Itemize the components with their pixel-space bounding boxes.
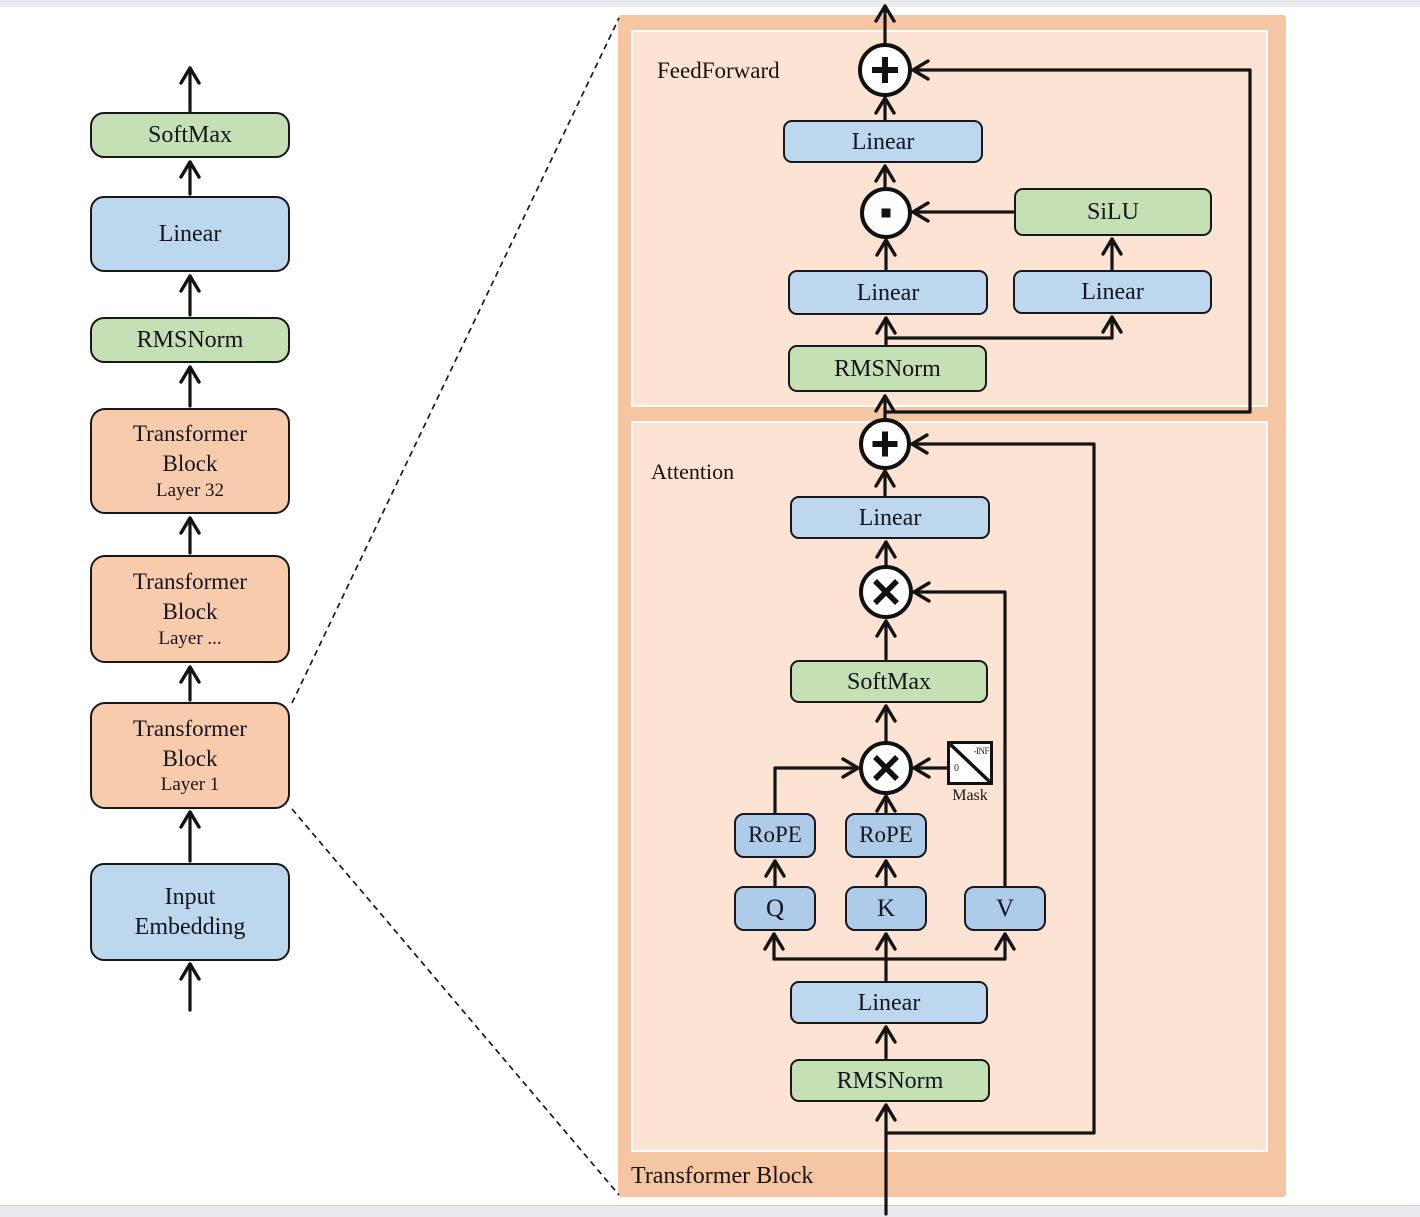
- attention-section-panel: [631, 421, 1268, 1152]
- matmul-icon: [859, 741, 913, 795]
- rope-q-box: RoPE: [734, 813, 816, 858]
- bottom-edge-strip: [0, 1205, 1420, 1217]
- tb32-line2: Block: [162, 451, 218, 477]
- attn-input-linear-label: Linear: [857, 989, 921, 1016]
- ff-rmsnorm-box: RMSNorm: [788, 345, 987, 392]
- add-icon: [859, 418, 911, 470]
- ff-rmsnorm-label: RMSNorm: [834, 355, 941, 382]
- tb1-layer: Layer 1: [160, 774, 220, 796]
- tbdots-line2: Block: [162, 599, 218, 625]
- left-softmax-box: SoftMax: [90, 112, 290, 158]
- left-linear-box: Linear: [90, 196, 290, 272]
- feedforward-section-label: FeedForward: [657, 58, 780, 83]
- tb1-line2: Block: [162, 745, 218, 771]
- matmul-icon: [859, 565, 913, 619]
- attn-rmsnorm-box: RMSNorm: [790, 1059, 990, 1102]
- query-label: Q: [765, 894, 785, 922]
- tb1-line1: Transformer: [132, 715, 248, 741]
- ff-up-linear-label: Linear: [856, 279, 920, 306]
- key-box: K: [845, 886, 927, 931]
- causal-mask-icon: -INF 0: [947, 741, 993, 785]
- tb32-line1: Transformer: [132, 421, 248, 447]
- ff-output-linear-label: Linear: [851, 128, 915, 155]
- transformer-block-layerdots-box: Transformer Block Layer ...: [90, 555, 290, 663]
- zoom-connector-lines: [291, 17, 620, 1196]
- input-embedding-line2: Embedding: [134, 914, 246, 940]
- attn-output-linear-label: Linear: [858, 504, 922, 531]
- tbdots-layer: Layer ...: [158, 627, 222, 649]
- ff-output-linear-box: Linear: [783, 120, 983, 163]
- attn-rmsnorm-label: RMSNorm: [836, 1067, 944, 1094]
- transformer-block-layer32-box: Transformer Block Layer 32: [90, 408, 290, 514]
- tb32-layer: Layer 32: [155, 479, 225, 501]
- flow-arrows: [179, 4, 1252, 1216]
- input-embedding-box: Input Embedding: [90, 863, 290, 961]
- attn-input-linear-box: Linear: [790, 981, 988, 1024]
- top-edge-strip: [0, 0, 1420, 7]
- dot-product-icon: [860, 187, 912, 239]
- transformer-block-panel-label: Transformer Block: [631, 1163, 814, 1189]
- key-label: K: [876, 894, 896, 922]
- left-rmsnorm-box: RMSNorm: [90, 317, 290, 363]
- mask-zero-label: 0: [954, 763, 959, 774]
- value-label: V: [995, 894, 1015, 922]
- attn-softmax-box: SoftMax: [790, 660, 988, 703]
- input-embedding-line1: Input: [164, 884, 216, 910]
- query-box: Q: [734, 886, 816, 931]
- ff-up-linear-box: Linear: [788, 270, 988, 315]
- tbdots-line1: Transformer: [132, 569, 248, 595]
- value-box: V: [964, 886, 1046, 931]
- attn-output-linear-box: Linear: [790, 496, 990, 539]
- ff-gate-linear-box: Linear: [1013, 270, 1212, 314]
- transformer-block-layer1-box: Transformer Block Layer 1: [90, 702, 290, 809]
- left-softmax-label: SoftMax: [148, 122, 232, 148]
- attn-softmax-label: SoftMax: [847, 668, 931, 695]
- ff-silu-box: SiLU: [1014, 188, 1212, 236]
- left-rmsnorm-label: RMSNorm: [136, 327, 244, 353]
- attention-section-label: Attention: [651, 459, 735, 484]
- rope-k-box: RoPE: [845, 813, 927, 858]
- rope-k-label: RoPE: [859, 822, 913, 848]
- mask-label: Mask: [952, 787, 988, 804]
- rope-q-label: RoPE: [748, 822, 802, 848]
- left-linear-label: Linear: [158, 221, 222, 247]
- ff-gate-linear-label: Linear: [1081, 279, 1144, 305]
- mask-neg-inf-label: -INF: [973, 746, 990, 756]
- ff-silu-label: SiLU: [1086, 199, 1139, 225]
- add-icon: [858, 43, 912, 97]
